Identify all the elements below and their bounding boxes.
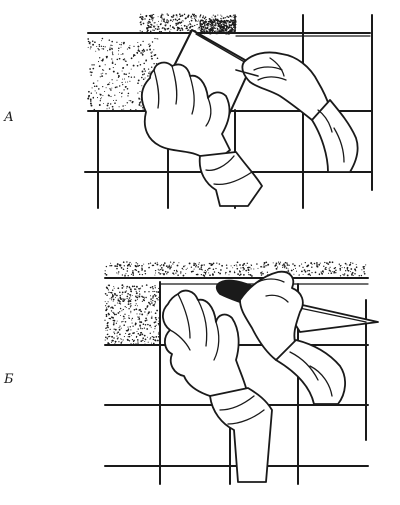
left-sleeve-a [198,151,263,207]
panel-b [104,261,379,485]
left-hand-a [141,61,231,169]
right-sleeve-b [275,339,346,405]
right-hand-a [241,51,331,121]
panel-label-b: Б [4,372,14,387]
right-hand-b [239,270,304,361]
right-sleeve-a [311,99,359,173]
left-sleeve-b [209,387,273,483]
panel-label-a: А [4,110,14,125]
left-hand-b [162,289,249,413]
mortar-texture-b [104,261,367,346]
panel-a [84,13,373,209]
